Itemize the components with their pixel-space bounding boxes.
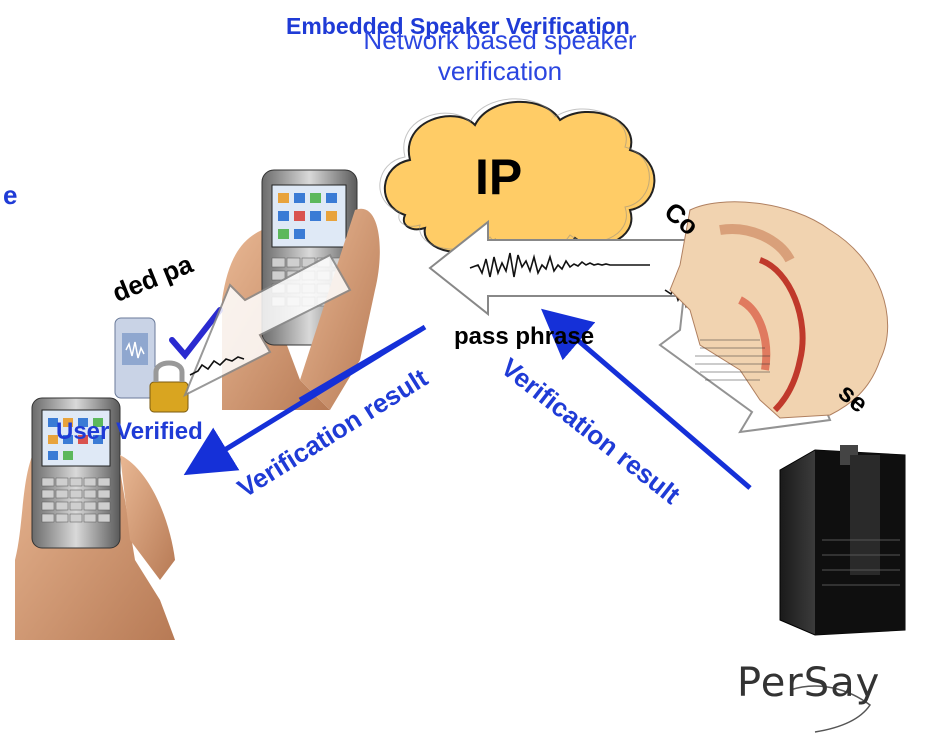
- persay-logo: PerSay: [737, 660, 881, 706]
- verification-arrow-right: [541, 308, 752, 490]
- phone-lock-icon: [114, 307, 223, 413]
- pass-phrase-label: pass phrase: [454, 323, 595, 350]
- server-image: [779, 445, 906, 636]
- left-partial-text: e: [3, 180, 18, 210]
- network-title: Network based speaker verification: [363, 25, 637, 86]
- user-verified-label: User Verified: [56, 418, 203, 445]
- persay-logo-swoosh: [789, 685, 872, 733]
- lower-phone-image: [15, 397, 175, 640]
- ip-label: IP: [475, 149, 523, 205]
- coded-phrase-arrow-left: [183, 253, 352, 398]
- verification-arrow-left-mid: [298, 327, 422, 403]
- embedded-title: Embedded Speaker Verification: [286, 13, 630, 39]
- anatomy-head-image: [669, 201, 889, 419]
